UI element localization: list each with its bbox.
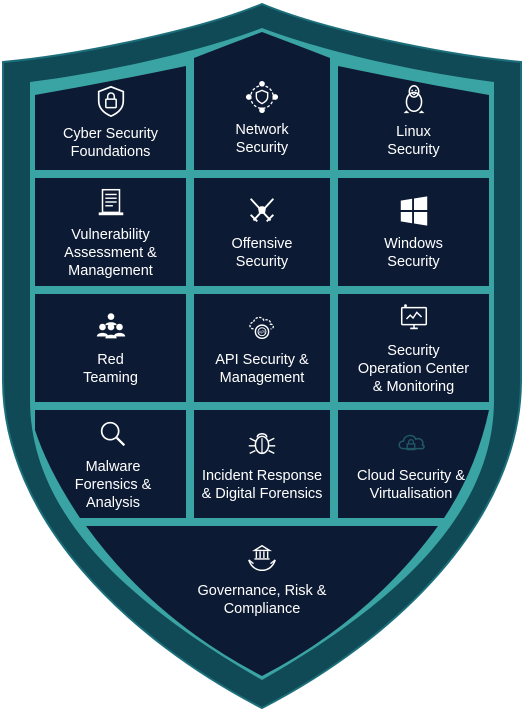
tile-incident-response: Incident Response & Digital Forensics bbox=[194, 410, 330, 518]
monitor-alert-icon bbox=[396, 300, 432, 336]
tile-linux-security: Linux Security bbox=[338, 70, 489, 170]
tile-label: Incident Response & Digital Forensics bbox=[201, 468, 323, 502]
tile-bg-2 bbox=[194, 32, 330, 170]
tile-network-security: Network Security bbox=[194, 66, 330, 170]
tile-label: API Security & Management bbox=[215, 352, 309, 386]
tile-vulnerability-assessment: Vulnerability Assessment & Management bbox=[35, 178, 186, 286]
bug-icon bbox=[244, 425, 280, 461]
tile-label: Linux Security bbox=[387, 124, 440, 158]
tile-api-security: API API Security & Management bbox=[194, 294, 330, 402]
tile-label: Red Teaming bbox=[83, 352, 138, 386]
tile-label: Governance, Risk & Compliance bbox=[197, 583, 327, 617]
tile-label: Windows Security bbox=[384, 236, 443, 270]
tile-bg-4 bbox=[35, 178, 186, 286]
tile-governance-risk-compliance: Governance, Risk & Compliance bbox=[130, 530, 394, 640]
linux-penguin-icon bbox=[396, 81, 432, 117]
tile-label: Malware Forensics & Analysis bbox=[74, 459, 152, 511]
tile-bg-7 bbox=[35, 294, 186, 402]
api-cloud-gear-icon: API bbox=[244, 309, 280, 345]
tile-bg-11 bbox=[194, 410, 330, 518]
crossed-swords-icon bbox=[244, 193, 280, 229]
tile-cyber-security-foundations: Cyber Security Foundations bbox=[35, 74, 186, 170]
team-group-icon bbox=[93, 309, 129, 345]
tile-label: Cloud Security & Virtualisation bbox=[357, 468, 465, 502]
tile-bg-9 bbox=[338, 294, 489, 402]
vulnerability-report-icon bbox=[93, 184, 129, 220]
tile-bg-3 bbox=[338, 66, 489, 170]
svg-text:API: API bbox=[259, 330, 266, 335]
tile-offensive-security: Offensive Security bbox=[194, 178, 330, 286]
tile-label: Security Operation Center & Monitoring bbox=[357, 343, 470, 395]
tile-label: Offensive Security bbox=[231, 236, 293, 270]
magnifier-icon bbox=[95, 416, 131, 452]
tile-label: Cyber Security Foundations bbox=[62, 126, 159, 160]
tile-bg-10 bbox=[35, 410, 186, 518]
tile-bg-6 bbox=[338, 178, 489, 286]
tile-bg-12 bbox=[338, 410, 489, 518]
cloud-lock-icon bbox=[393, 425, 429, 461]
building-hands-icon bbox=[244, 540, 280, 576]
windows-logo-icon bbox=[396, 193, 432, 229]
tile-label: Network Security bbox=[235, 122, 289, 156]
tile-windows-security: Windows Security bbox=[338, 178, 489, 286]
tile-label: Vulnerability Assessment & Management bbox=[64, 227, 157, 279]
tile-bg-5 bbox=[194, 178, 330, 286]
tile-malware-forensics: Malware Forensics & Analysis bbox=[40, 410, 186, 518]
tile-red-teaming: Red Teaming bbox=[35, 294, 186, 402]
tile-bg-13 bbox=[86, 526, 438, 676]
shield-lock-icon bbox=[93, 83, 129, 119]
network-shield-icon bbox=[244, 79, 280, 115]
tile-bg-1 bbox=[35, 66, 186, 170]
tile-cloud-security: Cloud Security & Virtualisation bbox=[338, 410, 484, 518]
tile-security-operation-center: Security Operation Center & Monitoring bbox=[338, 294, 489, 402]
tile-bg-8 bbox=[194, 294, 330, 402]
